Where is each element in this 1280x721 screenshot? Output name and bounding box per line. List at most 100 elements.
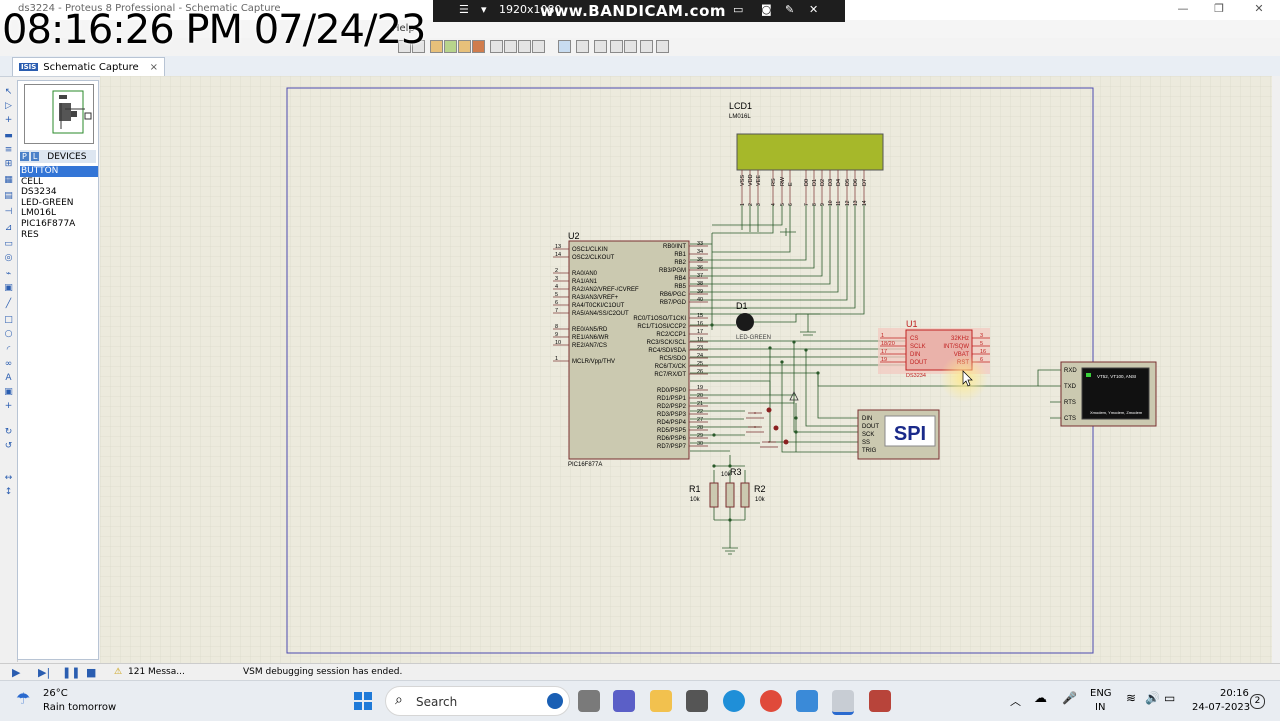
lcd-component[interactable]: LCD1 LM016L VSS1VDD2VEE3RS4RW5E6D07D18D2…	[729, 101, 884, 206]
device-item[interactable]: LED-GREEN	[21, 197, 74, 208]
text-script-icon[interactable]: ≡	[4, 145, 13, 155]
tab-close-icon[interactable]: ×	[149, 61, 159, 73]
tool-icon[interactable]	[458, 40, 471, 53]
wifi-icon[interactable]: ≋	[1126, 691, 1137, 705]
tool-icon[interactable]	[412, 40, 425, 53]
vertical-scrollbar[interactable]	[1272, 76, 1280, 663]
close-window-button[interactable]: ✕	[1254, 2, 1264, 15]
component-mode-icon[interactable]: ▷	[5, 101, 12, 111]
terminal-icon[interactable]: ▤	[4, 191, 13, 201]
app-icon[interactable]	[686, 690, 708, 712]
language-secondary[interactable]: IN	[1095, 702, 1106, 713]
tool-icon[interactable]	[640, 40, 653, 53]
rotate-ccw-icon[interactable]: ↺	[4, 441, 13, 451]
weather-temp[interactable]: 26°C	[43, 688, 68, 699]
weather-icon[interactable]: ☂	[16, 689, 31, 708]
microphone-icon[interactable]: 🎤	[1062, 691, 1077, 705]
tool-icon[interactable]	[656, 40, 669, 53]
tape-icon[interactable]: ▭	[4, 239, 13, 249]
device-item[interactable]: BUTTON	[20, 166, 98, 177]
pause-icon[interactable]: ❚❚	[62, 666, 81, 679]
language-primary[interactable]: ENG	[1090, 688, 1112, 699]
minimize-button[interactable]: —	[1177, 2, 1189, 15]
arc-icon[interactable]: ◜	[6, 345, 11, 355]
store-icon[interactable]	[796, 690, 818, 712]
bus-icon[interactable]: ⊞	[4, 159, 13, 169]
tool-icon[interactable]	[518, 40, 531, 53]
messages-count[interactable]: 121 Messa...	[128, 667, 185, 677]
marker-icon[interactable]: +	[4, 401, 13, 411]
tool-icon[interactable]	[398, 40, 411, 53]
pick-device-button[interactable]: P	[20, 152, 29, 161]
mirror-y-icon[interactable]: ↕	[4, 487, 13, 497]
weather-text[interactable]: Rain tomorrow	[43, 702, 117, 713]
pin-mode-icon[interactable]: ⊣	[4, 207, 13, 217]
probe-icon[interactable]: ⌁	[5, 269, 12, 279]
teams-icon[interactable]	[613, 690, 635, 712]
device-item[interactable]: CELL	[21, 176, 43, 187]
text-icon[interactable]: A	[5, 373, 12, 383]
graph-icon[interactable]: ⊿	[4, 223, 13, 233]
zoom-icon[interactable]	[490, 40, 503, 53]
wire-label-icon[interactable]: ▬	[4, 131, 13, 141]
device-item[interactable]: DS3234	[21, 187, 57, 198]
mirror-x-icon[interactable]: ↔	[4, 473, 13, 483]
onedrive-icon[interactable]: ☁	[1034, 691, 1047, 706]
select-mode-icon[interactable]: ↖	[4, 87, 13, 97]
rotate-cw-icon[interactable]: ↻	[4, 427, 13, 437]
task-view-icon[interactable]	[578, 690, 600, 712]
pencil-icon[interactable]: ✎	[785, 3, 795, 16]
tool-icon[interactable]	[444, 40, 457, 53]
start-button[interactable]	[352, 690, 374, 712]
circle-icon[interactable]: ○	[4, 329, 13, 339]
virtual-terminal[interactable]: VT52, VT100, ANSI Xmodem, Ymodem, Zmodem…	[1060, 361, 1157, 427]
notification-badge[interactable]: 2	[1250, 694, 1265, 709]
generator-icon[interactable]: ◎	[4, 253, 13, 263]
battery-icon[interactable]: ▭	[1164, 691, 1176, 705]
close-icon[interactable]: ✕	[809, 3, 819, 16]
tray-chevron-icon[interactable]: ︿	[1010, 695, 1021, 708]
device-item[interactable]: PIC16F877A	[21, 218, 76, 229]
play-icon[interactable]: ▶	[12, 666, 21, 679]
speaker-icon[interactable]: 🔊	[1145, 691, 1160, 705]
minimize-icon[interactable]: ▭	[733, 3, 744, 16]
tool-icon[interactable]	[576, 40, 589, 53]
device-item[interactable]: LM016L	[21, 208, 56, 219]
bandicam-icon[interactable]	[869, 690, 891, 712]
push-buttons[interactable]	[746, 391, 799, 448]
tool-icon[interactable]	[610, 40, 623, 53]
camera-icon[interactable]: ◙	[761, 3, 772, 16]
tool-icon[interactable]	[558, 40, 571, 53]
tool-icon[interactable]	[472, 40, 485, 53]
tool-icon[interactable]	[504, 40, 517, 53]
box-icon[interactable]: □	[4, 315, 13, 325]
library-button[interactable]: L	[30, 152, 40, 161]
junction-icon[interactable]: +	[4, 115, 13, 125]
file-explorer-icon[interactable]	[650, 690, 672, 712]
step-icon[interactable]: ▶|	[38, 666, 51, 679]
symbol-icon[interactable]: ▣	[4, 387, 13, 397]
subcircuit-icon[interactable]: ▦	[4, 175, 13, 185]
path-icon[interactable]: ∞	[4, 359, 13, 369]
overview-preview[interactable]	[24, 84, 94, 144]
taskbar-search[interactable]: ⌕ Search	[385, 686, 570, 716]
pin-icon[interactable]: ▾	[481, 3, 487, 16]
maximize-button[interactable]: ❐	[1214, 2, 1224, 15]
resistors[interactable]: R1 10k R2 10k R3 10k	[689, 455, 766, 555]
tool-icon[interactable]	[532, 40, 545, 53]
tool-icon[interactable]	[624, 40, 637, 53]
proteus-icon[interactable]	[832, 690, 854, 715]
stop-icon[interactable]: ■	[86, 666, 97, 679]
chrome-icon[interactable]	[760, 690, 782, 712]
tab-schematic-capture[interactable]: ISIS Schematic Capture ×	[12, 57, 166, 76]
line-icon[interactable]: ╱	[5, 299, 12, 309]
device-item[interactable]: RES	[21, 229, 39, 240]
menu-help[interactable]: Help	[392, 23, 415, 34]
clock-time[interactable]: 20:16	[1220, 688, 1249, 699]
edge-icon[interactable]	[723, 690, 745, 712]
clock-date[interactable]: 24-07-2023	[1192, 702, 1251, 713]
instrument-icon[interactable]: ▣	[4, 283, 13, 293]
